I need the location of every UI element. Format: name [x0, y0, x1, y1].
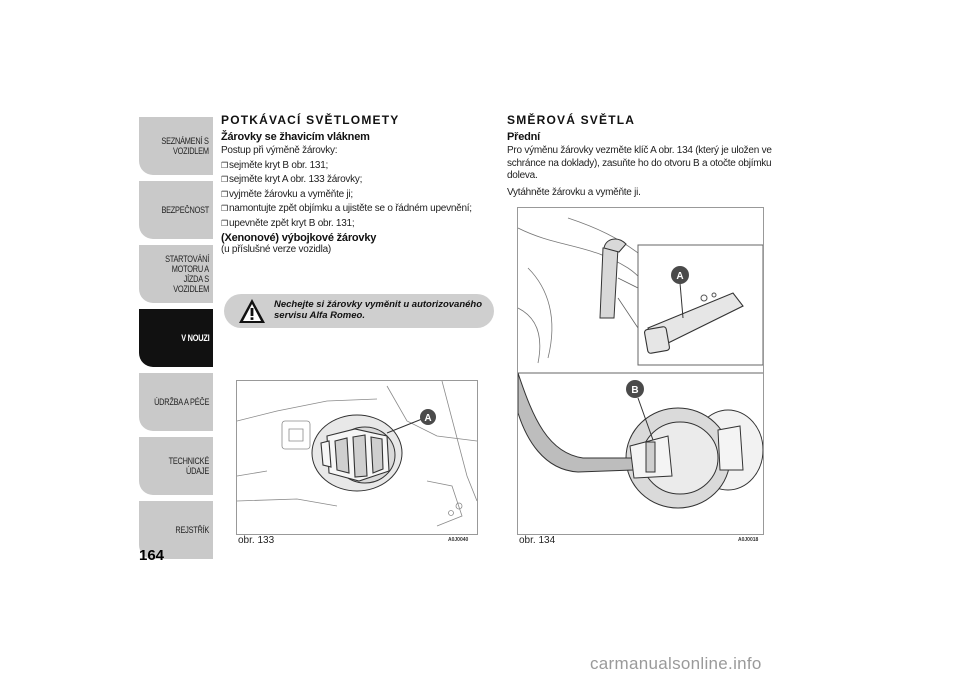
figure-133: A [236, 380, 478, 535]
tab-seznameni[interactable]: SEZNÁMENÍ S VOZIDLEM [139, 117, 213, 175]
tab-label: REJSTŘÍK [175, 525, 209, 535]
intro-text: Postup při výměně žárovky: [221, 145, 338, 156]
section-title-turn-signals: SMĚROVÁ SVĚTLA [507, 113, 636, 127]
left-column: POTKÁVACÍ SVĚTLOMETY Žárovky se žhavicím… [221, 113, 496, 257]
tab-label: ÚDRŽBA A PÉČE [153, 397, 209, 407]
checkbox-icon: ❒ [221, 218, 228, 228]
list-item: ❒sejměte kryt B obr. 131; [221, 159, 329, 171]
tab-label: V NOUZI [180, 333, 209, 343]
warning-triangle-icon [239, 299, 265, 323]
subhead-filament-bulbs: Žárovky se žhavicím vláknem [221, 131, 370, 143]
tab-rejstrik[interactable]: REJSTŘÍK [139, 501, 213, 559]
tab-v-nouzi[interactable]: V NOUZI [139, 309, 213, 367]
tab-technicke-udaje[interactable]: TECHNICKÉ ÚDAJE [139, 437, 213, 495]
list-item: ❒namontujte zpět objímku a ujistěte se o… [221, 203, 472, 214]
figure-133-code: A0J0040 [448, 537, 469, 543]
turn-signal-illustration: A B [517, 217, 764, 509]
callout-a: A [676, 271, 683, 282]
page-number: 164 [139, 547, 165, 564]
tab-startovani[interactable]: STARTOVÁNÍ MOTORU A JÍZDA S VOZIDLEM [139, 245, 213, 303]
version-note: (u příslušné verze vozidla) [221, 244, 331, 255]
tab-label: SEZNÁMENÍ S VOZIDLEM [161, 136, 210, 156]
instruction-text-2: Vytáhněte žárovku a vyměňte ji. [507, 186, 641, 198]
figure-133-caption: obr. 133 [238, 535, 275, 546]
subhead-front: Přední [507, 131, 541, 143]
tab-label: TECHNICKÉ ÚDAJE [168, 456, 210, 476]
section-title-low-beam: POTKÁVACÍ SVĚTLOMETY [221, 113, 400, 127]
chapter-tabs: SEZNÁMENÍ S VOZIDLEM BEZPEČNOST STARTOVÁ… [139, 117, 213, 565]
warning-note: Nechejte si žárovky vyměnit u autorizova… [224, 294, 494, 328]
list-item: ❒vyjměte žárovku a vyměňte ji; [221, 188, 353, 200]
tab-label: BEZPEČNOST [161, 205, 209, 215]
tab-label: STARTOVÁNÍ MOTORU A JÍZDA S VOZIDLEM [165, 254, 209, 294]
list-item: ❒sejměte kryt A obr. 133 žárovky; [221, 174, 363, 185]
callout-b: B [631, 385, 638, 396]
right-column: SMĚROVÁ SVĚTLA Přední Pro výměnu žárovky… [507, 113, 797, 199]
figure-134: A B [517, 207, 764, 535]
watermark: carmanualsonline.info [590, 654, 762, 673]
checkbox-icon: ❒ [221, 204, 228, 213]
step-list: ❒sejměte kryt B obr. 131; ❒sejměte kryt … [221, 160, 496, 231]
subhead-xenon-bulbs: (Xenonové) výbojkové žárovky [221, 232, 377, 244]
instruction-text: Pro výměnu žárovky vezměte klíč A obr. 1… [507, 145, 772, 181]
tab-bezpecnost[interactable]: BEZPEČNOST [139, 181, 213, 239]
checkbox-icon: ❒ [221, 175, 228, 184]
warning-text: Nechejte si žárovky vyměnit u autorizova… [274, 299, 483, 321]
figure-134-code: A0J0018 [738, 537, 759, 543]
checkbox-icon: ❒ [221, 189, 228, 199]
list-item: ❒upevněte zpět kryt B obr. 131; [221, 217, 355, 229]
callout-a: A [424, 413, 431, 424]
headlamp-illustration: A [236, 380, 478, 527]
figure-134-caption: obr. 134 [519, 535, 556, 546]
tab-udrzba[interactable]: ÚDRŽBA A PÉČE [139, 373, 213, 431]
checkbox-icon: ❒ [221, 160, 228, 170]
